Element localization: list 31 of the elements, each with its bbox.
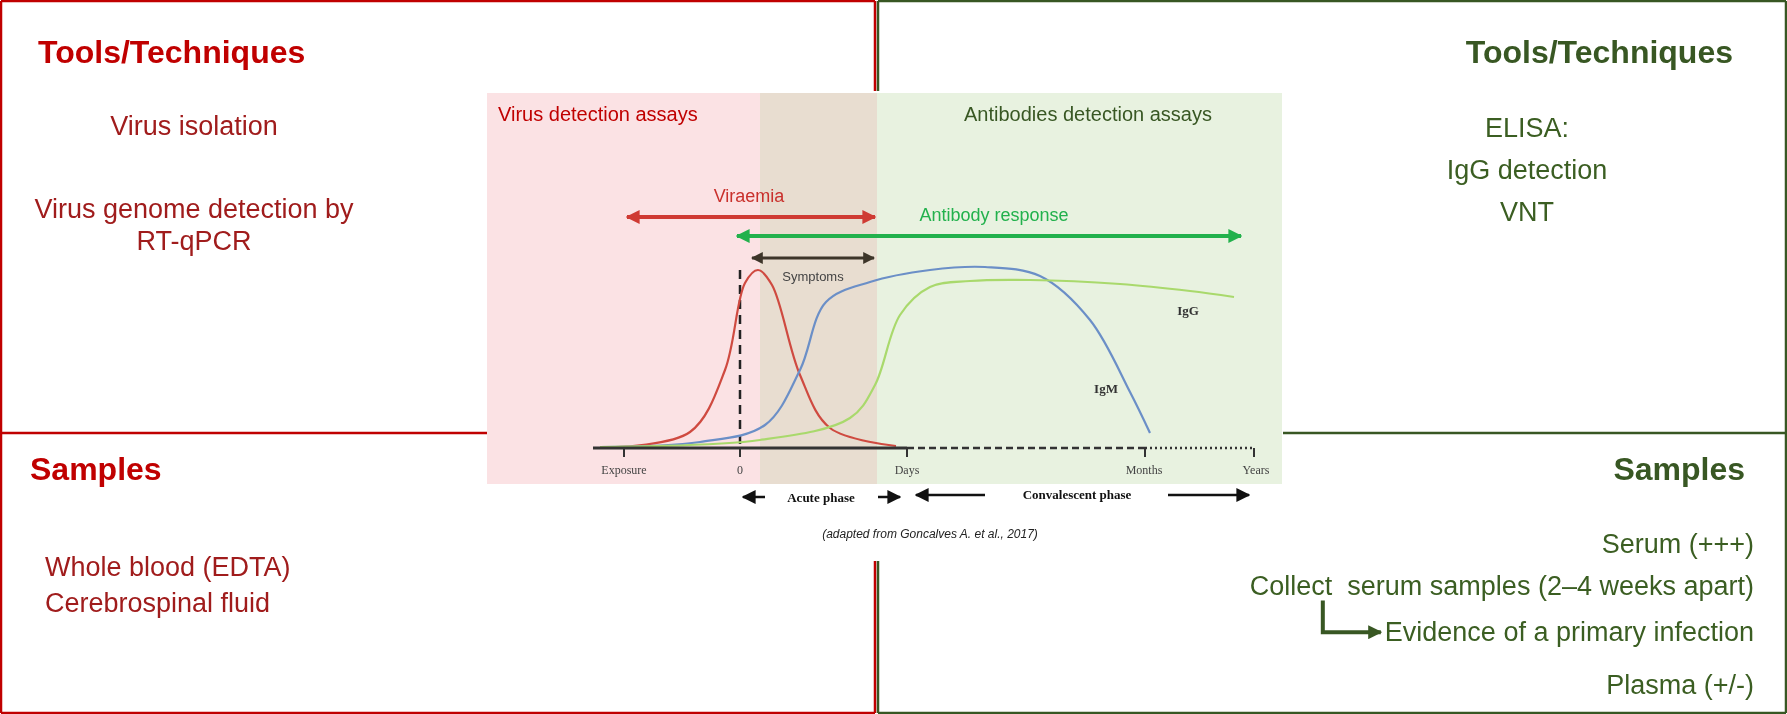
curve-label: IgM <box>1094 381 1118 397</box>
section-heading: Samples <box>1612 450 1745 489</box>
phase-label: Convalescent phase <box>1022 487 1132 503</box>
list-item-text: ELISA: <box>1483 112 1570 145</box>
list-item-text: Virus genome detection by RT-qPCR <box>33 193 355 258</box>
list-item-text: Cerebrospinal fluid <box>45 587 272 620</box>
elbow-arrow <box>1320 600 1383 640</box>
list-item-text: Virus isolation <box>109 110 279 143</box>
band-label: Virus detection assays <box>498 102 698 126</box>
list-item-text: Serum (+++) <box>1600 528 1754 561</box>
source-caption: (adapted from Goncalves A. et al., 2017) <box>822 527 1038 541</box>
curve-label: IgG <box>1177 303 1199 319</box>
section-heading: Tools/Techniques <box>1464 33 1733 72</box>
axis-tick-label: Exposure <box>601 462 647 478</box>
list-item-text: IgG detection <box>1445 154 1609 187</box>
axis-tick-label: Years <box>1242 462 1270 478</box>
band-label: Antibodies detection assays <box>964 102 1212 126</box>
list-item-text: Plasma (+/-) <box>1605 669 1754 702</box>
note-text: Collect serum samples (2–4 weeks apart) <box>1249 570 1754 603</box>
section-heading: Tools/Techniques <box>38 33 307 72</box>
axis-tick-label: 0 <box>737 462 743 478</box>
axis-tick-label: Months <box>1125 462 1163 478</box>
phase-label: Acute phase <box>787 490 855 506</box>
note-text: Evidence of a primary infection <box>1384 616 1754 649</box>
axis-tick-label: Days <box>894 462 920 478</box>
arrow-label: Antibody response <box>919 204 1069 226</box>
section-heading: Samples <box>30 450 163 489</box>
list-item-text: Whole blood (EDTA) <box>45 551 292 584</box>
arrow-label: Symptoms <box>782 268 844 284</box>
list-item-text: VNT <box>1499 196 1555 229</box>
arrow-label: Viraemia <box>713 185 785 207</box>
